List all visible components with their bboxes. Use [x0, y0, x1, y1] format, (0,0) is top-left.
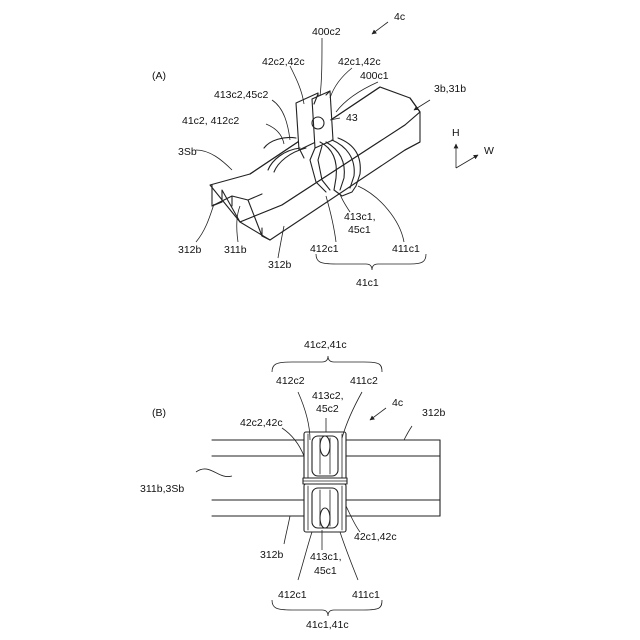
label-42c1-42c-b: 42c1,42c: [354, 531, 397, 543]
label-41c2-412c2: 41c2, 412c2: [182, 115, 239, 127]
label-42c1-42c-a: 42c1,42c: [338, 56, 381, 68]
labels-b: 41c2,41c 412c2 411c2 413c2, 45c2 4c 312b…: [140, 339, 446, 631]
label-400c1: 400c1: [360, 70, 389, 82]
label-400c2: 400c2: [312, 26, 341, 38]
label-4c-a: 4c: [394, 11, 405, 23]
label-43: 43: [346, 112, 358, 124]
clip-4c-plan: [303, 432, 347, 532]
label-413c1-b-line1: 413c1,: [310, 551, 342, 563]
label-41c2-41c: 41c2,41c: [304, 339, 347, 351]
label-3Sb: 3Sb: [178, 146, 197, 158]
label-42c2-42c-a: 42c2,42c: [262, 56, 305, 68]
label-312b-top-b: 312b: [422, 407, 446, 419]
label-411c1-b: 411c1: [352, 589, 380, 601]
figure-a: (A): [152, 11, 494, 289]
label-42c2-42c-b: 42c2,42c: [240, 417, 283, 429]
axis-indicator: H W: [452, 127, 494, 168]
label-312b-left: 312b: [178, 244, 202, 256]
label-413c1-a-line1: 413c1,: [344, 211, 376, 223]
figure-b: (B): [140, 339, 446, 631]
axis-w-label: W: [484, 145, 494, 157]
panel-label-b: (B): [152, 407, 166, 419]
label-412c1-b: 412c1: [278, 589, 307, 601]
label-413c2-b-line2: 45c2: [316, 403, 339, 415]
label-312b-bottom-a: 312b: [268, 259, 292, 271]
label-413c1-b-line2: 45c1: [314, 565, 337, 577]
label-41c1-a: 41c1: [356, 277, 379, 289]
label-411c2-b: 411c2: [350, 375, 378, 387]
label-411c1-a: 411c1: [392, 243, 420, 255]
label-412c2-b: 412c2: [276, 375, 305, 387]
label-41c1-41c: 41c1,41c: [306, 619, 349, 631]
label-311b: 311b: [224, 244, 247, 256]
label-413c1-a-line2: 45c1: [348, 224, 371, 236]
label-3b-31b: 3b,31b: [434, 83, 466, 95]
label-412c1-a: 412c1: [310, 243, 339, 255]
label-413c2-45c2-a: 413c2,45c2: [214, 89, 268, 101]
axis-h-label: H: [452, 127, 460, 139]
label-312b-bottom-b: 312b: [260, 549, 284, 561]
label-311b-3Sb: 311b,3Sb: [140, 483, 184, 495]
panel-label-a: (A): [152, 70, 166, 82]
label-413c2-b-line1: 413c2,: [312, 390, 344, 402]
label-4c-b: 4c: [392, 397, 403, 409]
